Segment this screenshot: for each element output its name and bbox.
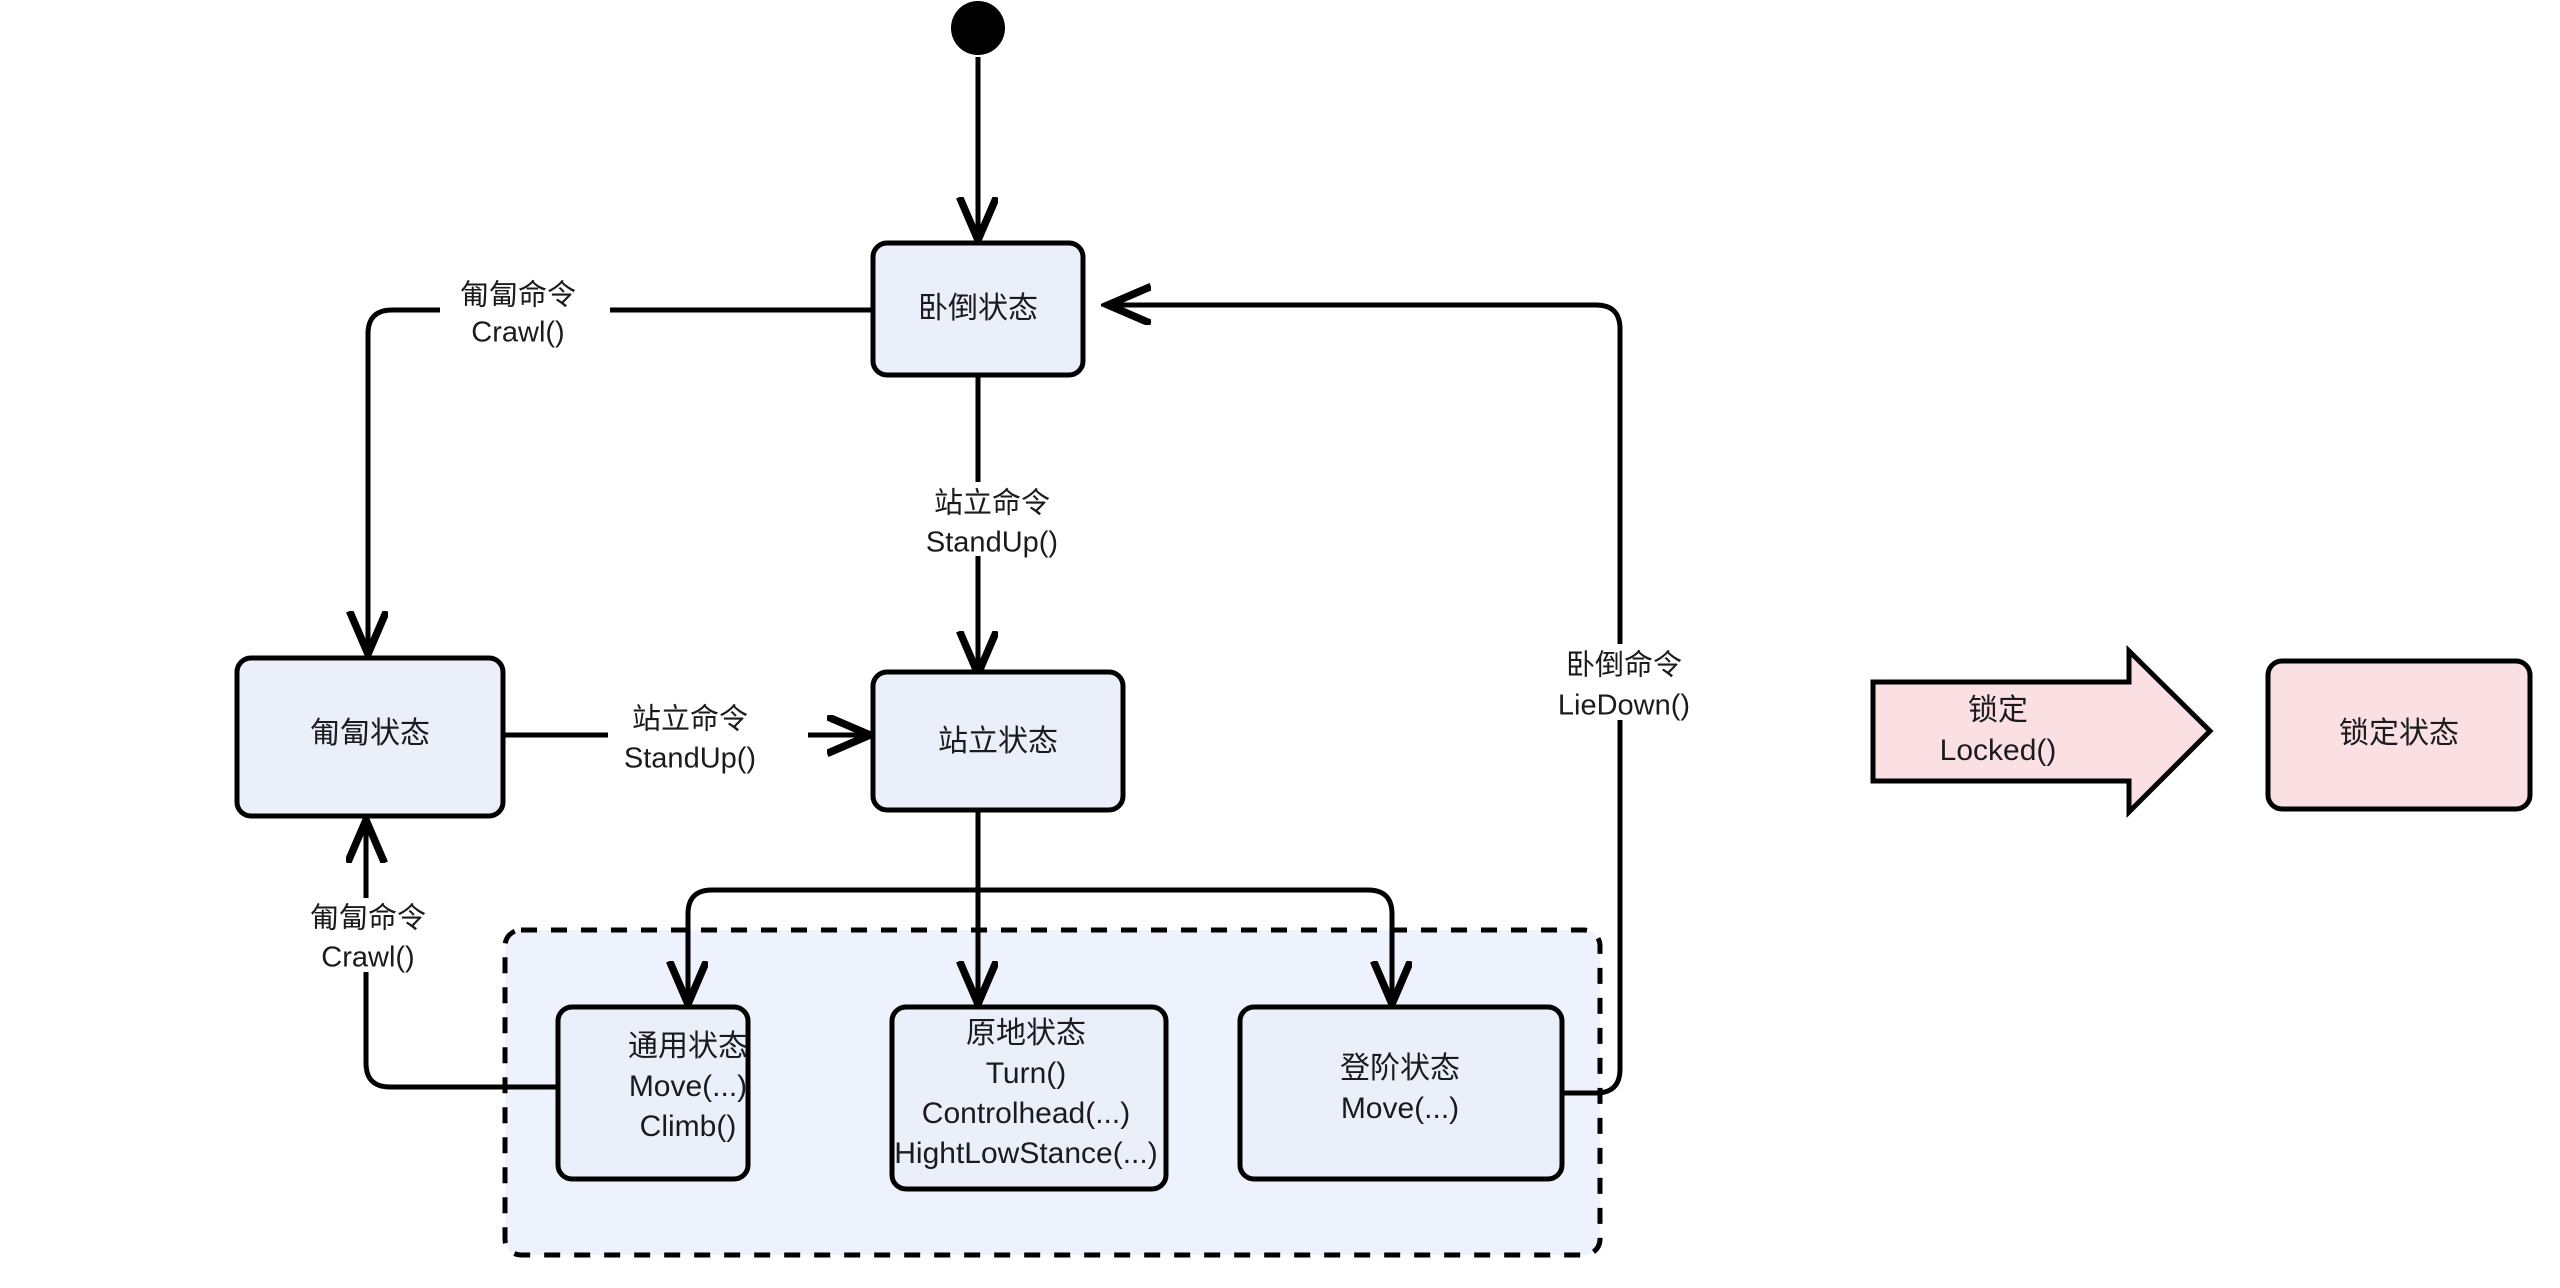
- edge-stand-to-stair: [978, 887, 1392, 1002]
- edge-label-crawl-to-stand: 站立命令 StandUp(): [608, 700, 808, 775]
- state-label-in-place-method-2: Controlhead(...): [922, 1097, 1130, 1130]
- state-label-in-place-method-1: Turn(): [986, 1057, 1067, 1090]
- state-label-in-place-method-3: HightLowStance(...): [894, 1137, 1157, 1170]
- edge-label-crawl2-cn: 匍匐命令: [310, 902, 426, 935]
- edge-label-standup-fn: StandUp(): [926, 527, 1058, 559]
- edge-lie-down-to-crawl: [368, 307, 873, 652]
- locked-callout-label-cn: 锁定: [1968, 694, 2028, 727]
- locked-callout-arrow[interactable]: [1870, 645, 2214, 819]
- state-label-lie-down: 卧倒状态: [918, 292, 1038, 325]
- state-label-general-method-1: Move(...): [629, 1070, 747, 1103]
- edge-label-general-to-crawl: 匍匐命令 Crawl(): [282, 898, 460, 974]
- state-node-stand[interactable]: [870, 669, 1126, 813]
- state-node-in-place[interactable]: [889, 1004, 1169, 1192]
- edge-label-liedown-cn: 卧倒命令: [1566, 649, 1682, 682]
- state-label-stand: 站立状态: [938, 725, 1058, 758]
- start-node-icon: [951, 1, 1005, 55]
- state-label-stair-title: 登阶状态: [1340, 1052, 1460, 1085]
- edge-label-crawl2-fn: Crawl(): [321, 942, 414, 974]
- state-label-general-method-2: Climb(): [640, 1110, 737, 1143]
- edge-label-crawl-cn: 匍匐命令: [460, 279, 576, 312]
- state-node-general[interactable]: [555, 1004, 751, 1182]
- state-label-stair-method-1: Move(...): [1341, 1092, 1459, 1125]
- edge-label-crawl-fn: Crawl(): [471, 317, 564, 349]
- edge-general-to-crawl: [366, 822, 558, 1090]
- edge-label-standup-cn: 站立命令: [934, 487, 1050, 520]
- state-label-general-title: 通用状态: [628, 1030, 748, 1063]
- edge-label-liedown-fn: LieDown(): [1558, 690, 1690, 722]
- state-node-crawl[interactable]: [234, 655, 506, 819]
- locked-callout-label-fn: Locked(): [1940, 734, 2057, 767]
- state-node-locked[interactable]: [2265, 658, 2533, 812]
- edge-stand-to-general: [688, 887, 978, 1002]
- state-label-crawl: 匍匐状态: [310, 717, 430, 750]
- edge-label-standup2-fn: StandUp(): [624, 743, 756, 775]
- edge-label-lie-down-to-crawl: 匍匐命令 Crawl(): [440, 276, 610, 349]
- edge-label-stair-to-lie-down: 卧倒命令 LieDown(): [1528, 644, 1720, 722]
- state-node-stair[interactable]: [1237, 1004, 1565, 1182]
- edge-label-standup2-cn: 站立命令: [632, 703, 748, 736]
- state-label-locked: 锁定状态: [2339, 717, 2459, 750]
- edge-label-lie-down-to-stand: 站立命令 StandUp(): [900, 482, 1100, 559]
- state-node-lie-down[interactable]: [870, 240, 1086, 378]
- state-label-in-place-title: 原地状态: [966, 1017, 1086, 1050]
